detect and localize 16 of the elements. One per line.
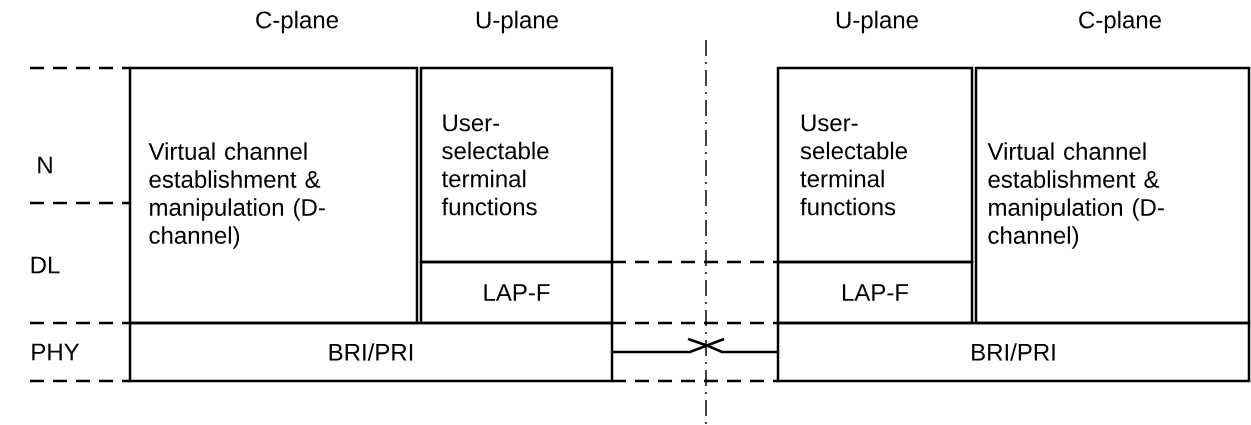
layer-label: N bbox=[38, 156, 52, 174]
physical-layer-box: BRI/PRI bbox=[776, 321, 1251, 383]
physical-layer-box: BRI/PRI bbox=[128, 321, 614, 383]
plane-heading: C-plane bbox=[256, 10, 338, 34]
plane-heading: U-plane bbox=[836, 10, 918, 34]
plane-heading: U-plane bbox=[476, 10, 558, 34]
layer-label: DL bbox=[31, 256, 60, 274]
control-plane-box: Virtual channel establishment & manipulation (D-channel) bbox=[974, 66, 1251, 325]
user-plane-box: User-selectable terminal functions bbox=[419, 66, 614, 264]
user-plane-box: User-selectable terminal functions bbox=[776, 66, 974, 264]
protocol-box: LAP-F bbox=[419, 260, 614, 325]
control-plane-box: Virtual channel establishment & manipulation (D-channel) bbox=[128, 66, 419, 325]
plane-heading: C-plane bbox=[1079, 10, 1161, 34]
crossed-link-line bbox=[612, 337, 778, 354]
layer-label: PHY bbox=[32, 343, 80, 361]
protocol-box: LAP-F bbox=[776, 260, 974, 325]
